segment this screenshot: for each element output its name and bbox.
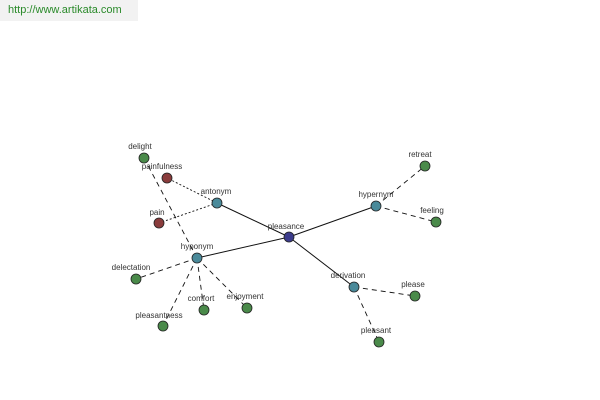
node-pleasance-marker[interactable] [283, 231, 295, 243]
edge-derivation-please [353, 286, 416, 297]
edge-pleasance-hypernym [288, 205, 377, 238]
edge-pleasance-hyponym [196, 236, 290, 259]
node-derivation[interactable]: derivation [331, 271, 366, 293]
node-enjoyment-marker[interactable] [241, 302, 253, 314]
node-painfulness-label: painfulness [142, 162, 182, 171]
node-feeling-marker[interactable] [430, 216, 442, 228]
node-delight[interactable]: delight [128, 142, 153, 164]
node-hypernym-label: hypernym [358, 190, 393, 199]
node-delight-label: delight [128, 142, 152, 151]
edge-derivation-pleasant [353, 286, 380, 343]
node-hyponym-marker[interactable] [191, 252, 203, 264]
node-hyponym-label: hyponym [181, 242, 214, 251]
nodes-layer: pleasance antonym hyponym hypernym derivatio… [112, 142, 444, 348]
node-feeling[interactable]: feeling [420, 206, 444, 228]
edge-hyponym-delight [143, 157, 198, 259]
edge-pleasance-antonym [216, 202, 290, 238]
node-pleasance-label: pleasance [268, 222, 305, 231]
node-pain-marker[interactable] [153, 217, 165, 229]
edges-layer [135, 157, 437, 343]
node-delight-marker[interactable] [138, 152, 150, 164]
node-antonym-marker[interactable] [211, 197, 223, 209]
node-delectation[interactable]: delectation [112, 263, 151, 285]
node-painfulness[interactable]: painfulness [142, 162, 182, 184]
node-hypernym[interactable]: hypernym [358, 190, 394, 212]
node-pleasant-marker[interactable] [373, 336, 385, 348]
node-pleasantness-label: pleasantness [135, 311, 182, 320]
node-delectation-label: delectation [112, 263, 151, 272]
node-comfort-label: comfort [188, 294, 215, 303]
node-hyponym[interactable]: hyponym [181, 242, 214, 264]
node-antonym[interactable]: antonym [201, 187, 232, 209]
edge-hyponym-enjoyment [196, 257, 248, 309]
edge-hyponym-delectation [135, 257, 198, 280]
node-please[interactable]: please [401, 280, 425, 302]
edge-hypernym-feeling [375, 205, 437, 223]
node-comfort[interactable]: comfort [188, 294, 215, 316]
node-pleasant-label: pleasant [361, 326, 392, 335]
edge-pleasance-derivation [288, 236, 355, 288]
node-comfort-marker[interactable] [198, 304, 210, 316]
edge-antonym-pain [158, 202, 218, 224]
node-retreat-marker[interactable] [419, 160, 431, 172]
node-pleasant[interactable]: pleasant [361, 326, 392, 348]
node-delectation-marker[interactable] [130, 273, 142, 285]
node-please-label: please [401, 280, 425, 289]
node-hypernym-marker[interactable] [370, 200, 382, 212]
node-please-marker[interactable] [409, 290, 421, 302]
node-retreat[interactable]: retreat [408, 150, 432, 172]
edge-hyponym-pleasantness [162, 257, 198, 327]
site-url[interactable]: http://www.artikata.com [8, 4, 122, 16]
node-derivation-label: derivation [331, 271, 366, 280]
node-pain-label: pain [149, 208, 164, 217]
node-feeling-label: feeling [420, 206, 444, 215]
node-pleasantness[interactable]: pleasantness [135, 311, 183, 332]
node-pleasance[interactable]: pleasance [268, 222, 305, 243]
url-bar[interactable]: http://www.artikata.com [0, 0, 138, 21]
node-antonym-label: antonym [201, 187, 232, 196]
node-pleasantness-marker[interactable] [157, 320, 169, 332]
node-retreat-label: retreat [408, 150, 432, 159]
node-painfulness-marker[interactable] [161, 172, 173, 184]
edge-antonym-painfulness [166, 177, 218, 204]
node-derivation-marker[interactable] [348, 281, 360, 293]
edge-hypernym-retreat [375, 165, 426, 207]
node-enjoyment-label: enjoyment [227, 292, 265, 301]
node-pain[interactable]: pain [149, 208, 165, 229]
node-enjoyment[interactable]: enjoyment [227, 292, 265, 314]
